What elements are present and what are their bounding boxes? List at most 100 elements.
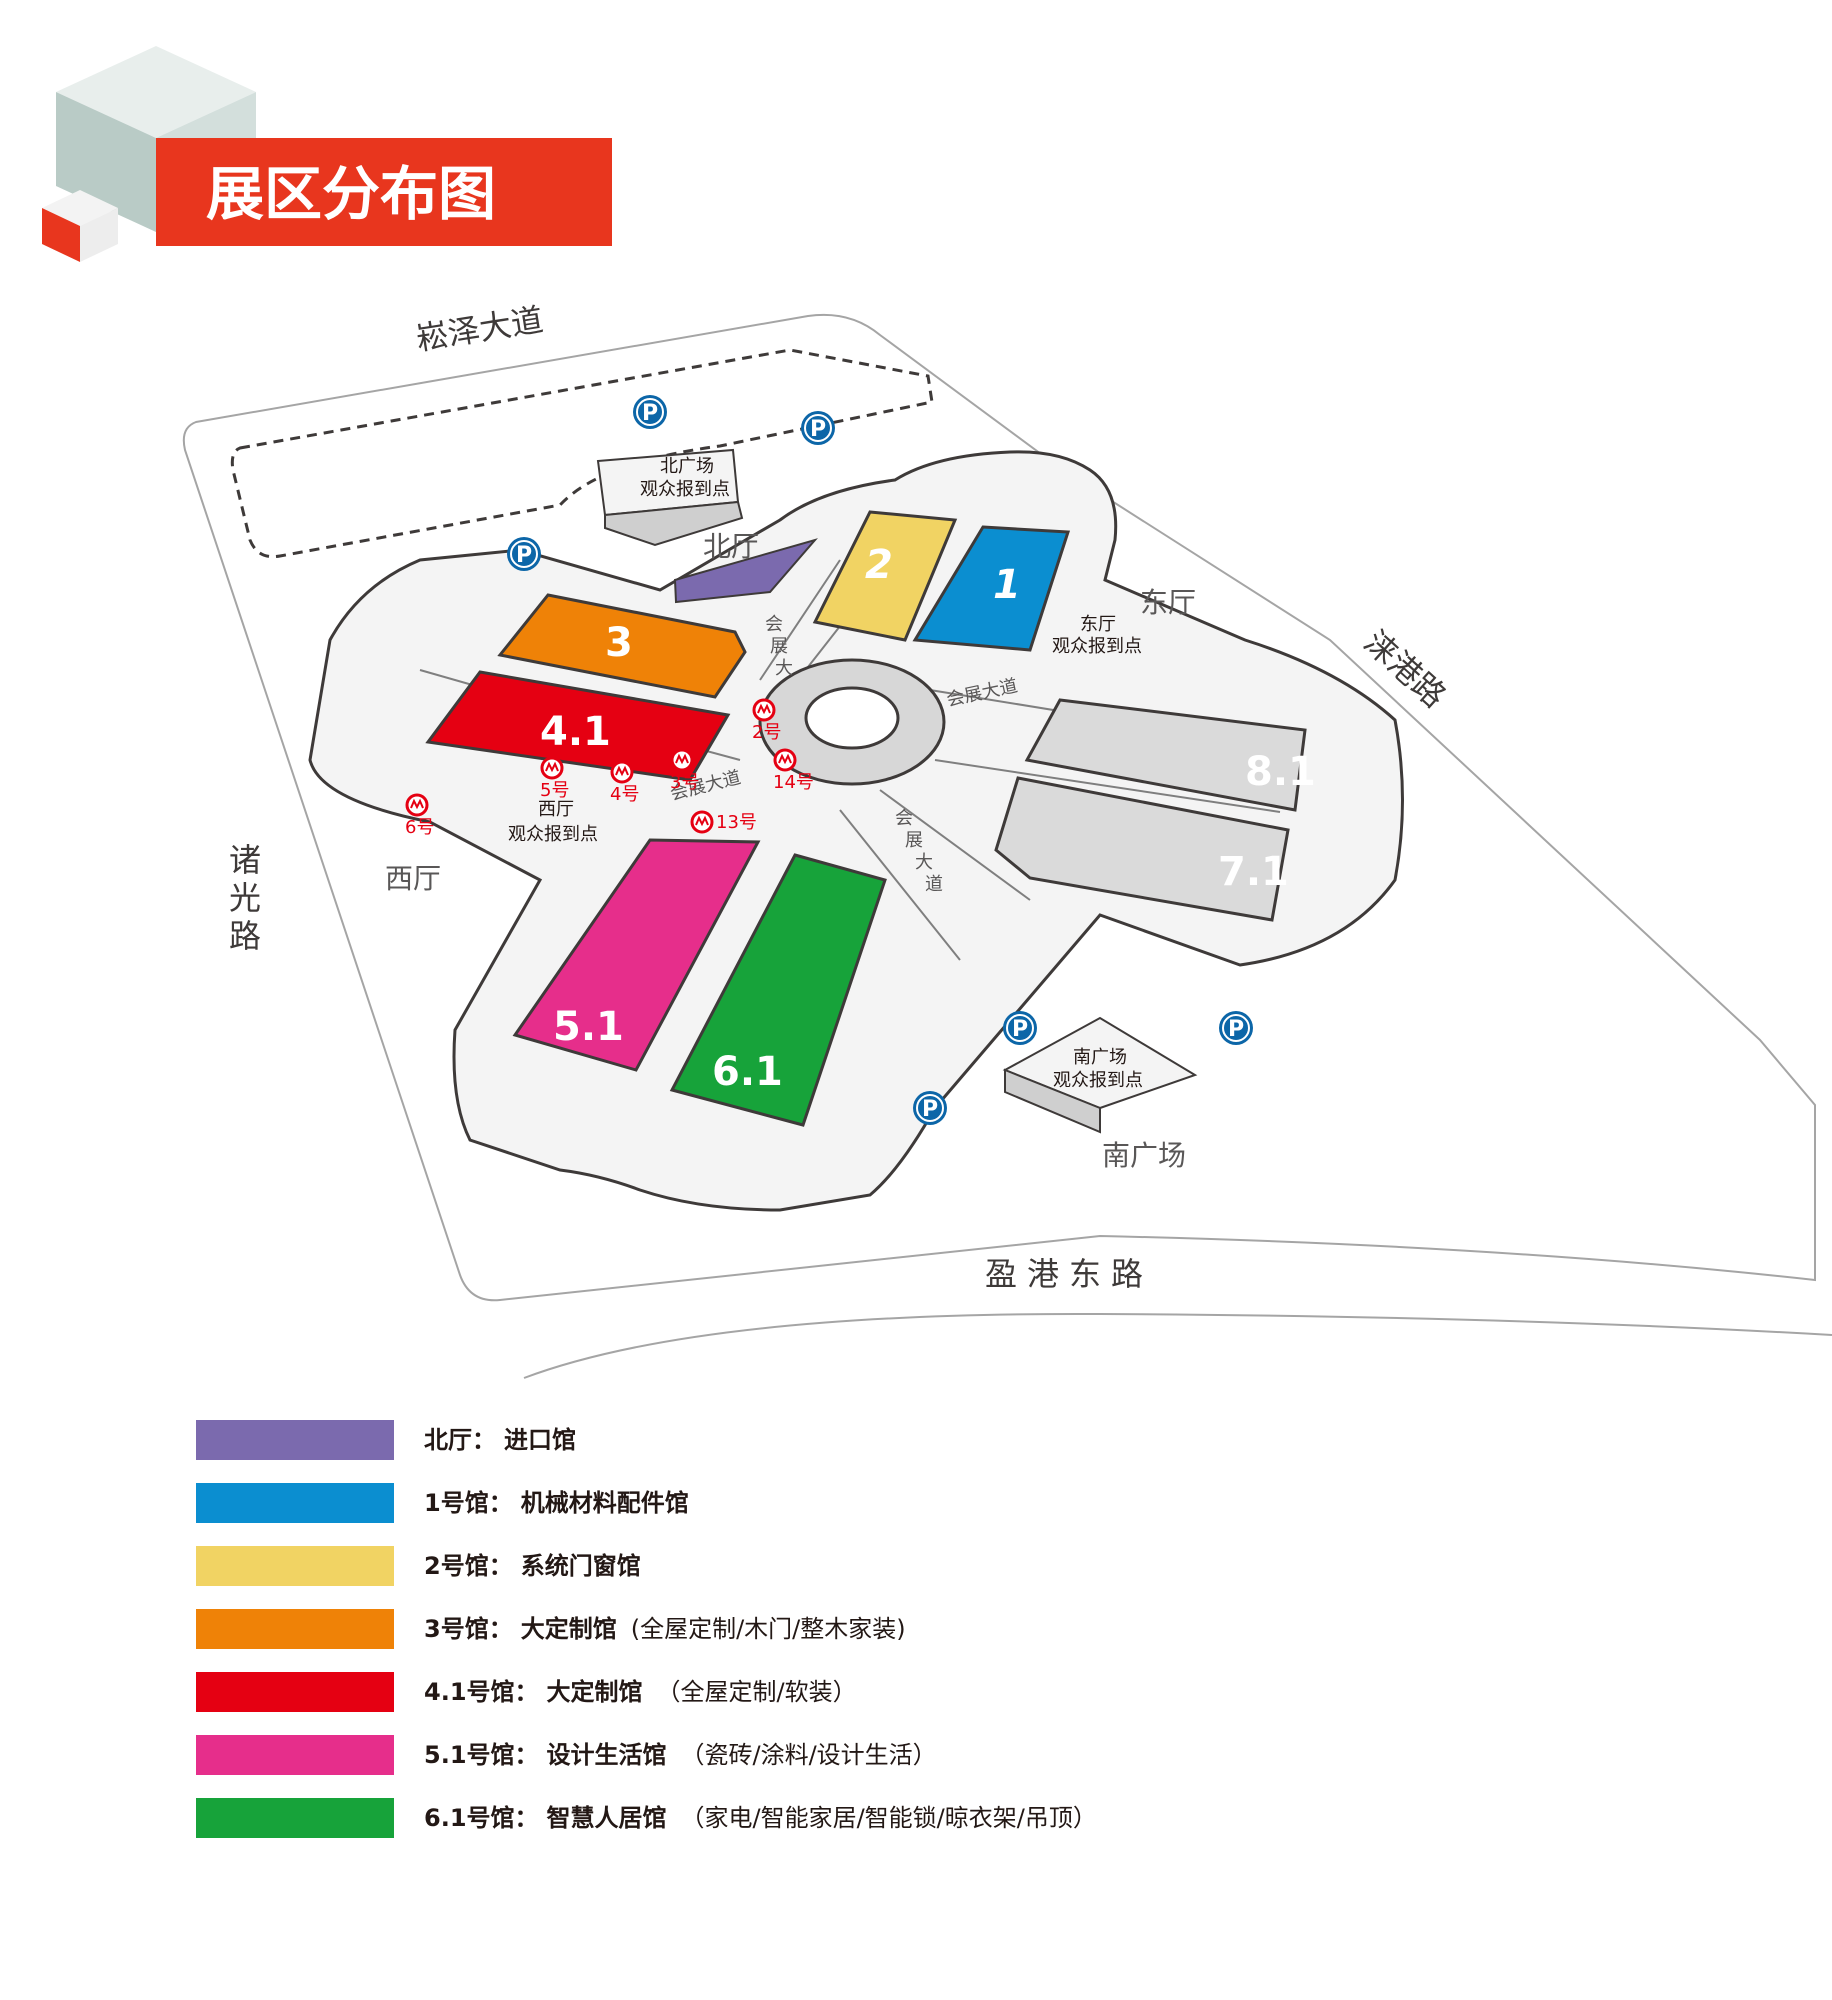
avenue-se-1: 会 [895,808,913,829]
east-lobby-label: 东厅 [1140,586,1196,619]
hall-2[interactable] [812,510,958,642]
hall-8-1-number: 8.1 [1245,749,1316,795]
legend-detail: （家电/智能家居/智能锁/晾衣架/吊顶） [680,1804,1097,1832]
south-checkpoint-line2: 观众报到点 [1053,1070,1143,1091]
legend-row: 2号馆：系统门窗馆 [196,1546,1696,1590]
legend-category: 大定制馆 [520,1615,617,1643]
metro-station[interactable]: 14号 [773,748,814,793]
site-boundary [182,313,1816,1302]
central-ring [758,658,946,786]
metro-station[interactable]: 2号 [752,698,781,743]
avenue-nw-3: 大 [775,658,793,679]
hall-8-1[interactable] [1024,698,1307,812]
legend-detail: (全屋定制/木门/整木家装) [630,1615,906,1643]
parking-icon[interactable]: P [1002,1010,1038,1046]
hall-3-number: 3 [605,620,633,666]
parking-icon-letter: P [922,1097,938,1122]
metro-icon [610,760,634,784]
road-south: 盈港东路 [985,1255,1153,1293]
metro-icon [405,793,429,817]
north-lobby-label: 北厅 [703,530,759,563]
north-checkpoint[interactable]: 北广场 观众报到点 [596,448,744,547]
hall-5-1[interactable] [512,838,761,1072]
hall-6-1[interactable] [669,853,887,1127]
hall-4-1-number: 4.1 [540,709,611,755]
east-checkpoint[interactable]: 东厅 观众报到点 [1052,614,1142,657]
north-checkpoint-line2: 观众报到点 [640,479,730,500]
hall-4-1[interactable] [425,670,731,782]
legend-label: 6.1号馆：智慧人居馆（家电/智能家居/智能锁/晾衣架/吊顶） [424,1798,1097,1838]
legend-swatch [196,1483,394,1523]
legend-row: 5.1号馆：设计生活馆 （瓷砖/涂料/设计生活） [196,1735,1696,1779]
hall-1-number: 1 [993,562,1021,608]
metro-station[interactable]: 6号 [405,793,434,838]
metro-line-label: 2号 [752,722,781,743]
legend-label: 5.1号馆：设计生活馆 （瓷砖/涂料/设计生活） [424,1735,937,1775]
hall-7-1[interactable] [994,776,1290,922]
parking-icon-letter: P [516,543,532,568]
legend-hall: 1号馆： [424,1489,513,1517]
north-parking-loop [230,348,934,559]
legend-hall: 2号馆： [424,1552,513,1580]
hall-7-1-number: 7.1 [1218,849,1289,895]
metro-station[interactable]: 13号 [690,810,757,834]
hall-6-1-number: 6.1 [712,1049,783,1095]
legend-swatch [196,1798,394,1838]
avenue-se-3: 大 [915,852,933,873]
parking-icon[interactable]: P [912,1090,948,1126]
north-hall[interactable] [673,538,818,604]
legend-row: 1号馆：机械材料配件馆 [196,1483,1696,1527]
parking-icon[interactable]: P [506,536,542,572]
parking-icon-letter: P [810,417,826,442]
avenue-se-2: 展 [905,830,923,851]
west-checkpoint-line2: 观众报到点 [508,824,598,845]
venue-map: 展区分布图 1 2 3 4.1 5.1 6.1 7.1 8.1 崧泽大道 涞港路… [42,46,1832,1379]
legend-hall: 3号馆： [424,1615,513,1643]
svg-text:诸光路: 诸光路 [224,843,262,957]
parking-icon[interactable]: P [800,410,836,446]
legend-swatch [196,1420,394,1460]
legend-category: 设计生活馆 [546,1741,667,1769]
metro-line-label: 3号 [670,772,699,793]
metro-line-label: 14号 [773,772,814,793]
metro-line-label: 4号 [610,784,639,805]
metro-icon [540,756,564,780]
hall-3[interactable] [497,593,747,699]
legend-category: 进口馆 [504,1426,576,1454]
page-title: 展区分布图 [206,160,496,228]
west-checkpoint[interactable]: 西厅 观众报到点 [508,799,598,845]
legend-row: 6.1号馆：智慧人居馆（家电/智能家居/智能锁/晾衣架/吊顶） [196,1798,1696,1842]
road-west: 诸光路 [224,843,262,957]
metro-line-label: 6号 [405,817,434,838]
legend-swatch [196,1735,394,1775]
legend-hall: 5.1号馆： [424,1741,539,1769]
legend-row: 北厅： 进口馆 [196,1420,1696,1464]
hall-1[interactable] [912,525,1071,652]
east-checkpoint-line1: 东厅 [1080,614,1116,635]
legend-detail: （瓷砖/涂料/设计生活） [680,1741,937,1769]
metro-line-label: 5号 [540,780,569,801]
legend-category: 智慧人居馆 [546,1804,667,1832]
legend-category: 机械材料配件馆 [520,1489,689,1517]
legend-hall: 北厅： [424,1426,496,1454]
legend-label: 北厅： 进口馆 [424,1420,576,1460]
legend-label: 1号馆：机械材料配件馆 [424,1483,689,1523]
metro-station[interactable]: 4号 [610,760,639,805]
legend-label: 2号馆：系统门窗馆 [424,1546,641,1586]
avenue-nw-2: 展 [770,636,788,657]
south-road-curve [523,1312,1832,1379]
parking-icon[interactable]: P [1218,1010,1254,1046]
south-checkpoint[interactable]: 南广场 观众报到点 [1002,1016,1198,1134]
legend-swatch [196,1672,394,1712]
metro-icon [670,748,694,772]
legend-category: 系统门窗馆 [520,1552,641,1580]
east-checkpoint-line2: 观众报到点 [1052,636,1142,657]
metro-station[interactable]: 3号 [670,748,699,793]
avenue-nw-1: 会 [765,614,783,635]
legend-label: 4.1号馆：大定制馆（全屋定制/软装） [424,1672,857,1712]
south-checkpoint-line1: 南广场 [1073,1047,1127,1068]
legend-category: 大定制馆 [546,1678,643,1706]
parking-icon[interactable]: P [632,394,668,430]
metro-station[interactable]: 5号 [540,756,569,801]
north-checkpoint-line1: 北广场 [660,456,714,477]
